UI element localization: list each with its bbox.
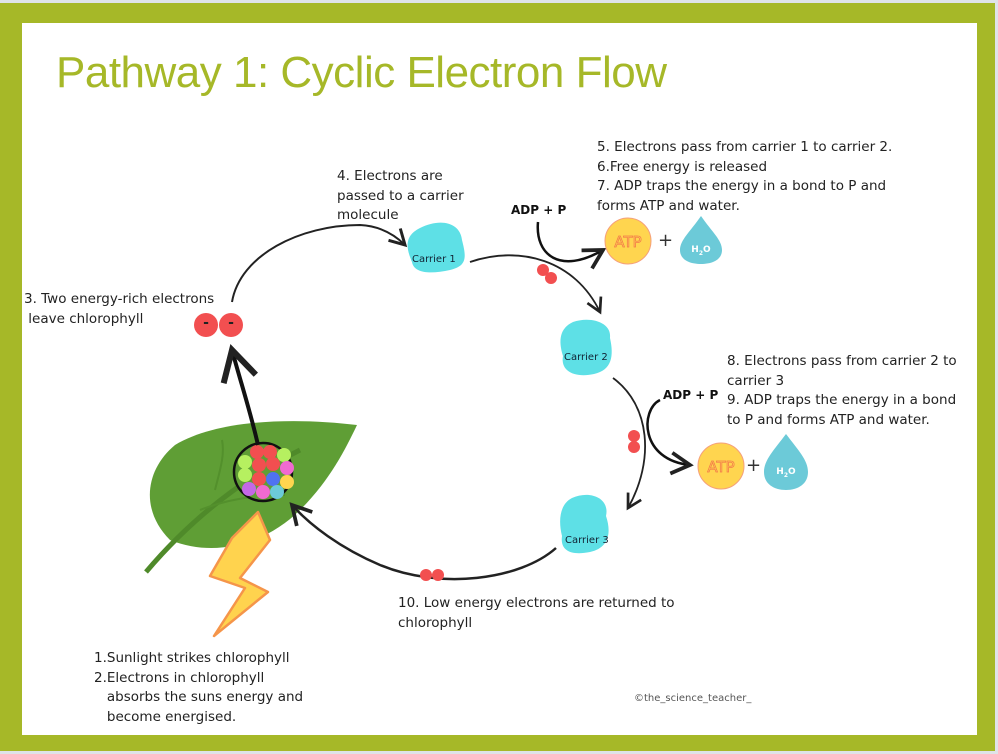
step-8-9-text: 8. Electrons pass from carrier 2 to carr… — [727, 353, 957, 428]
electron-pair-carrier2-3 — [628, 430, 640, 453]
arrow-chlorophyll-to-electrons — [220, 344, 260, 446]
arrow-electrons-to-carrier1 — [231, 223, 408, 303]
arrow-carrier2-to-carrier3 — [612, 377, 646, 511]
carrier-1-shape — [407, 222, 465, 273]
plus-sign-1: + — [658, 230, 674, 251]
slide-canvas — [22, 23, 977, 735]
electron-sign: - — [228, 315, 234, 331]
step-10-text: 10. Low energy electrons are returned to… — [398, 595, 675, 631]
svg-text:H2O: H2O — [776, 467, 796, 479]
carrier-1-label: Carrier 1 — [412, 254, 456, 265]
carrier-3-label: Carrier 3 — [565, 535, 609, 546]
copyright-text: ©the_science_teacher_ — [634, 693, 752, 704]
adp-label-1: ADP + P — [511, 203, 567, 217]
water-o-2: O — [788, 467, 796, 477]
electron-pair-return — [420, 569, 444, 581]
step-3-text: 3. Two energy-rich electrons leave chlor… — [24, 291, 215, 327]
carrier-3-shape — [560, 494, 609, 554]
atp-label-2: ATP — [707, 458, 734, 476]
lightning-icon — [208, 510, 272, 638]
water-h-1: H — [691, 245, 699, 255]
atp-icon-2: ATP — [697, 442, 745, 490]
electron-pair-chlorophyll — [194, 313, 243, 337]
atp-label-1: ATP — [614, 233, 641, 251]
water-h-2: H — [776, 467, 784, 477]
step-1-2-text: 1.Sunlight strikes chlorophyll 2.Electro… — [94, 650, 304, 725]
chlorophyll-icon — [232, 441, 294, 503]
svg-text:H2O: H2O — [691, 245, 711, 257]
water-sub-1: 2 — [699, 250, 703, 257]
electron-pair-carrier1-2 — [537, 264, 557, 284]
water-drop-icon-1: H2O — [680, 216, 722, 264]
step-5-7-text: 5. Electrons pass from carrier 1 to carr… — [597, 139, 893, 214]
water-o-1: O — [703, 245, 711, 255]
atp-icon-1: ATP — [604, 217, 652, 265]
arrow-carrier1-to-carrier2 — [469, 254, 603, 315]
arrow-adp-to-atp-2 — [646, 398, 694, 476]
water-drop-icon-2: H2O — [764, 434, 808, 490]
water-sub-2: 2 — [784, 472, 788, 479]
carrier-2-shape — [560, 319, 612, 376]
step-4-text: 4. Electrons are passed to a carrier mol… — [337, 168, 464, 223]
carrier-2-label: Carrier 2 — [564, 352, 608, 363]
slide-title: Pathway 1: Cyclic Electron Flow — [56, 48, 667, 97]
plus-sign-2: + — [746, 455, 762, 476]
arrow-carrier3-to-chlorophyll — [289, 502, 557, 581]
electron-sign: - — [203, 315, 209, 331]
adp-label-2: ADP + P — [663, 388, 719, 402]
arrow-adp-to-atp-1 — [536, 221, 607, 270]
